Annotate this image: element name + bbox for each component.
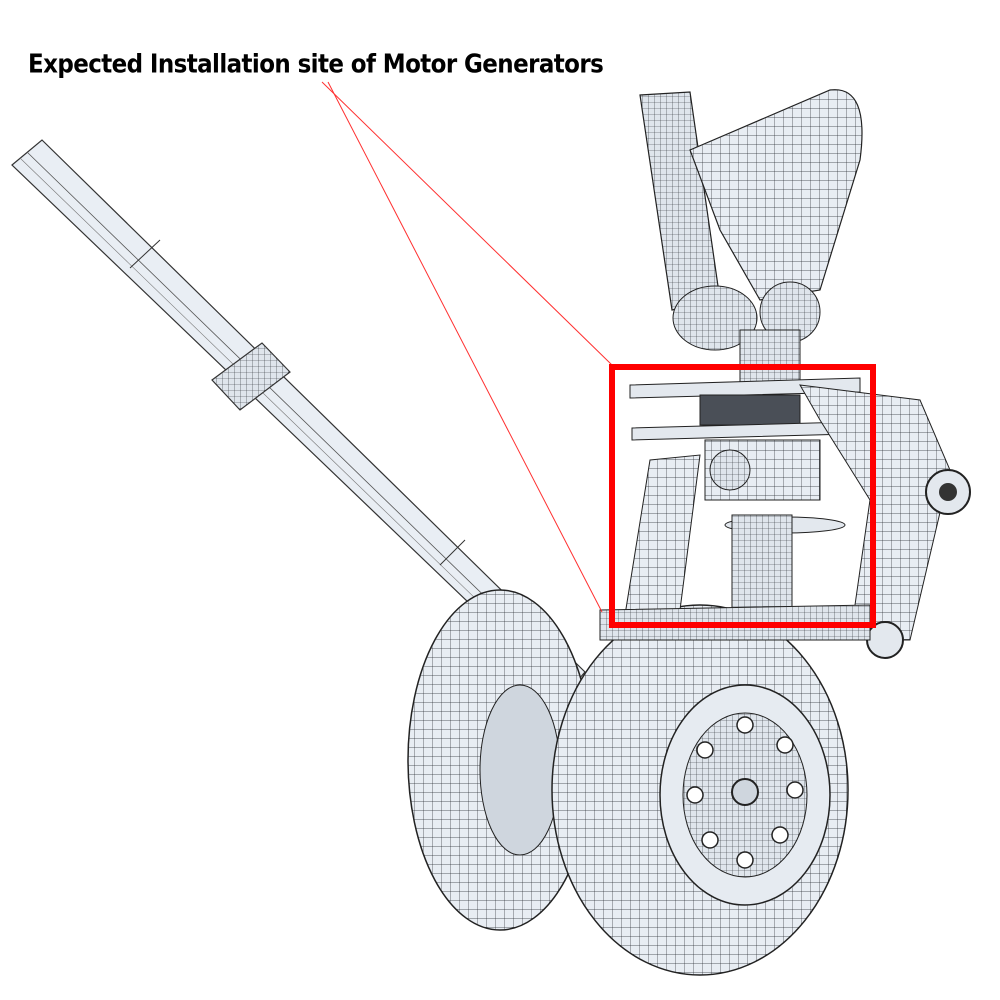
front-wheel xyxy=(551,604,849,976)
annotation-title: Expected Installation site of Motor Gene… xyxy=(28,50,604,80)
gear-strut xyxy=(599,89,971,659)
installation-site-highlight-box xyxy=(609,364,876,628)
leader-line-upper xyxy=(321,81,613,366)
leader-line-lower xyxy=(327,81,603,613)
wheel-hub-bolts xyxy=(686,716,804,869)
rear-wheel xyxy=(407,589,593,931)
tow-bar xyxy=(11,139,586,696)
